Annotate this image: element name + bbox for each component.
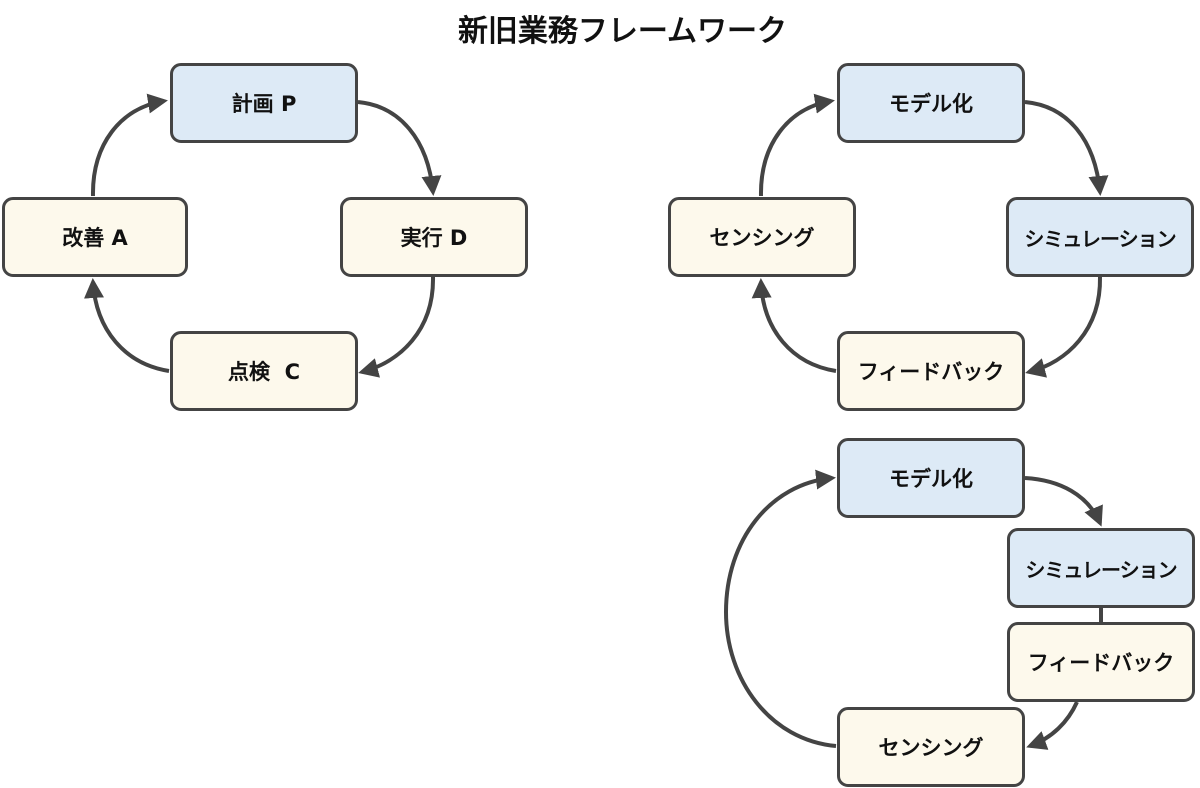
arrow-model-to-sim [1024,100,1109,196]
node-label: 計画 P [231,92,297,116]
node-model-compact: モデル化 [837,438,1025,518]
node-model: モデル化 [837,63,1025,143]
node-label: 改善 A [62,226,128,250]
node-sensing-compact: センシング [837,707,1025,787]
arrow-check-to-act [84,278,170,373]
arrow-act-to-plan [90,93,168,197]
node-label: 点検 C [227,360,301,384]
arrow-sensing-to-model-compact [723,469,837,748]
node-label: モデル化 [889,467,973,491]
node-simulation: シミュレーション [1006,197,1194,277]
node-label: センシング [878,736,984,760]
node-check: 点検 C [170,331,358,411]
node-sensing: センシング [668,197,856,277]
arrow-do-to-check [358,276,436,378]
node-label: シミュレーション [1025,557,1177,582]
arrow-sim-to-feedback [1025,276,1103,378]
arrow-feedback-to-sensing-compact [1026,701,1079,750]
node-feedback-compact: フィードバック [1007,622,1195,702]
node-plan: 計画 P [170,63,358,143]
arrow-model-to-sim-compact [1024,476,1103,527]
arrow-feedback-to-sensing [751,278,837,373]
arrow-sensing-to-model [758,93,835,197]
node-label: シミュレーション [1024,226,1176,251]
node-label: 実行 D [400,226,468,250]
node-label: フィードバック [857,360,1005,384]
node-do: 実行 D [340,197,528,277]
diagram-title: 新旧業務フレームワーク [457,14,788,49]
node-feedback: フィードバック [837,331,1025,411]
node-label: センシング [709,226,815,250]
node-label: モデル化 [889,92,973,116]
node-act: 改善 A [2,197,188,277]
node-simulation-compact: シミュレーション [1007,528,1195,608]
node-label: フィードバック [1027,651,1175,675]
arrow-plan-to-do [357,100,442,196]
